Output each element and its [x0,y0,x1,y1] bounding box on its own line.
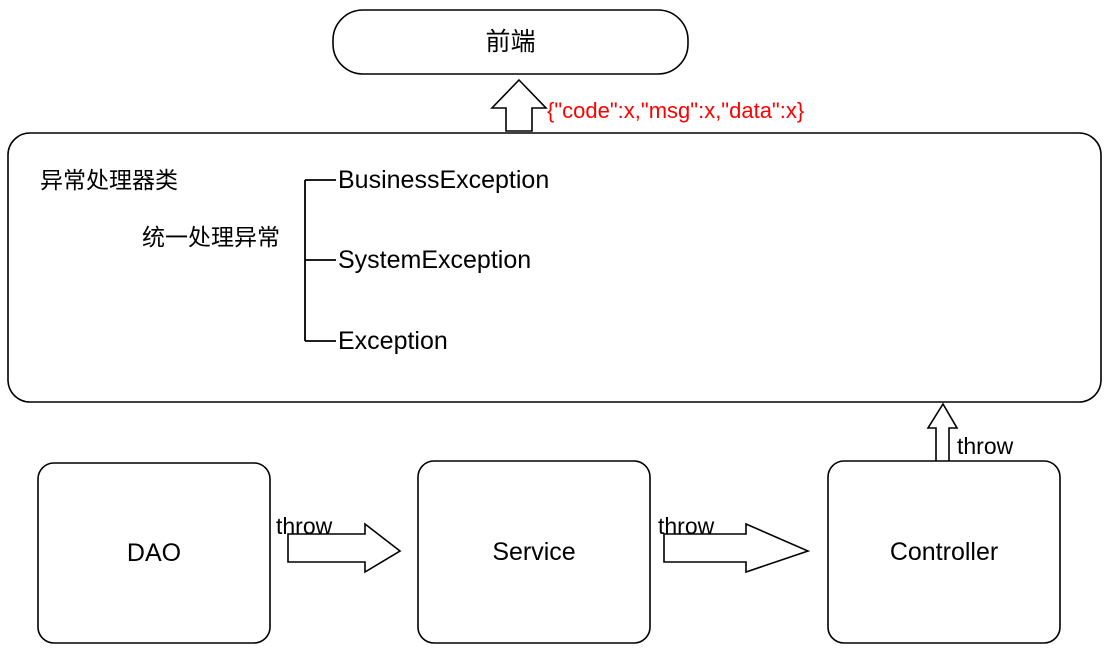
exception-handler-title: 异常处理器类 [40,167,178,193]
dao-label: DAO [126,538,182,567]
service-controller-arrow [663,522,811,574]
service-label: Service [492,537,576,566]
service-box[interactable] [417,460,651,644]
dao-box[interactable] [37,462,271,644]
frontend-label: 前端 [485,27,536,56]
controller-box[interactable] [827,460,1061,644]
dao-service-arrow [287,522,402,574]
controller-label: Controller [889,537,999,566]
response-payload-label: {"code":x,"msg":x,"data":x} [547,98,805,123]
frontend-box[interactable] [332,9,689,75]
controller-throw-arrow [926,402,959,463]
service-controller-throw-label: throw [658,513,715,539]
response-arrow [490,78,548,132]
exception-handler-subtitle: 统一处理异常 [142,224,280,250]
branch-label-exception: Exception [338,327,448,355]
dao-service-throw-label: throw [276,513,333,539]
branch-label-system-exception: SystemException [338,246,532,274]
branch-label-business-exception: BusinessException [338,166,550,194]
controller-throw-label: throw [957,433,1014,459]
exception-handler-box[interactable] [7,132,1102,403]
